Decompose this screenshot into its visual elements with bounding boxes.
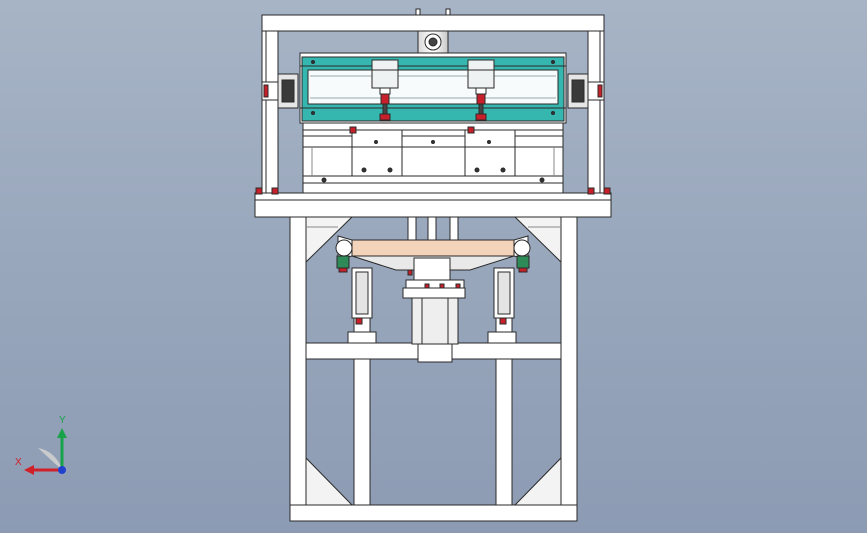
top-gantry-frame bbox=[261, 14, 605, 194]
carriage-block bbox=[302, 122, 564, 194]
right-actuator bbox=[487, 239, 531, 344]
central-motor bbox=[402, 257, 466, 363]
y-axis-label: Y bbox=[59, 415, 66, 426]
x-axis-arrow bbox=[24, 465, 34, 475]
left-side-clamp bbox=[261, 73, 299, 109]
x-axis-label: X bbox=[15, 457, 22, 468]
top-gearbox bbox=[415, 8, 451, 54]
right-cylinder bbox=[467, 59, 495, 121]
left-actuator bbox=[335, 239, 377, 344]
axis-triad bbox=[24, 428, 67, 475]
main-base-plate bbox=[254, 187, 612, 218]
z-axis-dot bbox=[58, 466, 66, 474]
right-side-clamp bbox=[567, 73, 605, 109]
left-cylinder bbox=[371, 59, 399, 121]
y-axis-arrow bbox=[57, 428, 67, 438]
teal-panel-assembly bbox=[299, 52, 567, 124]
